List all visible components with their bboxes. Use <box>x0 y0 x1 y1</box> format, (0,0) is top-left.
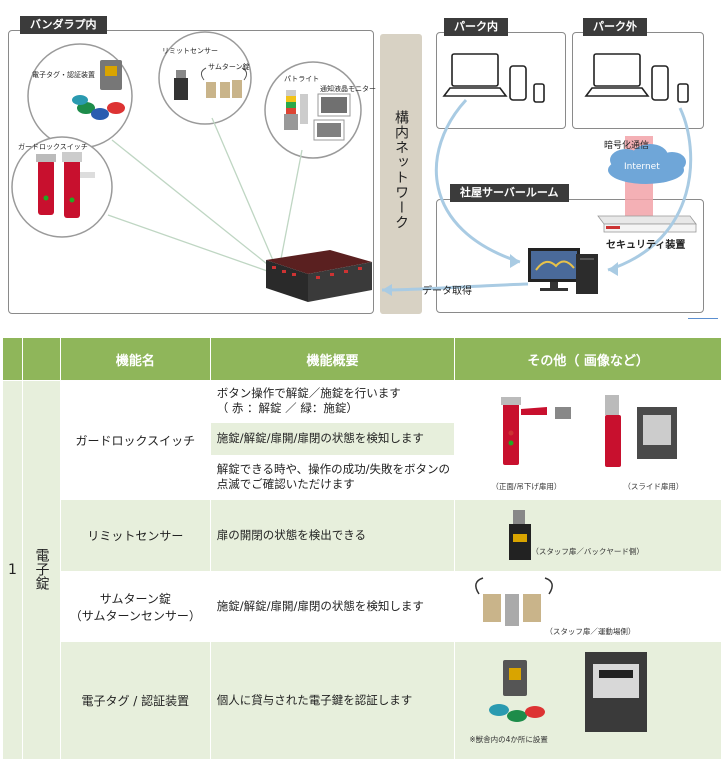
desc-cell: 個人に貸与された電子鍵を認証します <box>209 641 456 760</box>
guard-lock-label: ガードロックスイッチ <box>18 143 88 151</box>
caption-etag: ※獣舎内の4か所に設置 <box>469 735 548 744</box>
server-room-title: 社屋サーバールーム <box>450 184 569 202</box>
row-number: 1 <box>8 562 17 578</box>
category-cell: 電子錠 <box>21 380 61 760</box>
etag-images <box>489 652 648 732</box>
divider-line <box>688 318 718 319</box>
table-row: 電子タグ / 認証装置 個人に貸与された電子鍵を認証します ※獣舎内の4か所に設… <box>3 641 722 760</box>
internet-label: Internet <box>624 162 660 172</box>
lcd-monitor-icon <box>313 93 351 141</box>
desc-cell: 施錠/解錠/扉開/扉閉の状態を検知します <box>209 421 456 456</box>
name-cell: サムターン錠 （サムターンセンサー） <box>59 571 211 642</box>
limit-sensor-image <box>509 510 532 560</box>
image-cell: ※獣舎内の4か所に設置 <box>454 641 722 760</box>
limit-circle <box>158 31 252 125</box>
network-label: 構内ネットワーク <box>393 110 409 230</box>
header-function-name: 機能名 <box>59 337 211 381</box>
function-name: 電子タグ / 認証装置 <box>81 694 190 708</box>
park-in-title: パーク内 <box>444 18 508 36</box>
etag-label: 電子タグ・認証装置 <box>32 71 95 79</box>
header-other: その他（ 画像など） <box>454 337 722 381</box>
arrow-head-1 <box>510 254 520 268</box>
header-spacer <box>2 337 23 381</box>
park-in-laptop-icon <box>442 53 508 97</box>
image-cell: （正面/吊下げ扉用） （スライド扉用） <box>454 380 722 500</box>
monitor-label: 通知液晶モニター <box>320 85 376 93</box>
function-desc: 個人に貸与された電子鍵を認証します <box>216 693 413 707</box>
desc-cell: 解錠できる時や、操作の成功/失敗をボタンの点滅でご確認いただけます <box>209 454 456 501</box>
encrypted-label: 暗号化通信 <box>604 141 650 151</box>
server-rack-icon <box>266 250 372 302</box>
desc-cell: 施錠/解錠/扉開/扉閉の状態を検知します <box>209 571 456 642</box>
patlite-icon <box>284 90 308 130</box>
table-header-row: 機能名 機能概要 その他（ 画像など） <box>2 337 722 381</box>
function-desc: 施錠/解錠/扉開/扉閉の状態を検知します <box>216 431 424 446</box>
caption-slide: （スライド扉用） <box>623 482 684 491</box>
name-cell: 電子タグ / 認証装置 <box>59 641 211 760</box>
limit-thumb-icon <box>174 67 248 100</box>
limit-sensor-label: リミットセンサー <box>162 47 218 55</box>
category-label: 電子錠 <box>33 547 50 590</box>
diagram-svg <box>11 31 697 302</box>
park-out-laptop-icon <box>584 53 650 97</box>
desc-cell: 扉の開閉の状態を検出できる <box>209 499 456 572</box>
header-spacer-2 <box>21 337 61 381</box>
image-cell: （スタッフ扉／運動場側） <box>454 571 722 642</box>
function-table: 機能名 機能概要 その他（ 画像など） 1 電子錠 ガードロックスイッチ ボタン… <box>2 337 722 760</box>
function-name: サムターン錠 （サムターンセンサー） <box>69 591 201 623</box>
caption-front: （正面/吊下げ扉用） <box>491 482 562 491</box>
function-name: リミットセンサー <box>87 529 184 543</box>
connection-lines <box>107 117 303 273</box>
data-acq-label: データ取得 <box>422 286 472 297</box>
patlite-label: パトライト <box>284 75 320 83</box>
desc-cell: ボタン操作で解錠／施錠を行います （ 赤 ：解錠 ／ 緑：施錠） <box>209 380 456 423</box>
security-appliance-icon <box>597 215 697 233</box>
park-out-tablet-icon <box>651 65 689 103</box>
thumb-lock-image <box>475 577 554 626</box>
arrow-head-2 <box>608 262 618 276</box>
function-desc: ボタン操作で解錠／施錠を行います （ 赤 ：解錠 ／ 緑：施錠） <box>216 386 401 416</box>
table-row: 施錠/解錠/扉開/扉閉の状態を検知します <box>3 421 722 456</box>
table-row: 1 電子錠 ガードロックスイッチ ボタン操作で解錠／施錠を行います （ 赤 ：解… <box>2 380 722 760</box>
park-out-title: パーク外 <box>583 18 647 36</box>
flow-arrows <box>381 98 693 292</box>
function-name: ガードロックスイッチ <box>75 433 196 448</box>
table-row: リミットセンサー 扉の開閉の状態を検出できる （スタッフ扉／バックヤード側） <box>3 499 722 572</box>
name-cell: リミットセンサー <box>59 499 211 572</box>
guardlock-devices-icon <box>36 152 95 218</box>
function-desc: 扉の開閉の状態を検出できる <box>216 528 366 542</box>
row-number-cell: 1 <box>2 380 23 760</box>
caption-limit: （スタッフ扉／バックヤード側） <box>531 547 644 556</box>
caption-thumb: （スタッフ扉／運動場側） <box>545 627 636 636</box>
table-row: サムターン錠 （サムターンセンサー） 施錠/解錠/扉開/扉閉の状態を検知します … <box>3 571 722 642</box>
park-in-tablet-icon <box>509 65 545 103</box>
thumb-lock-label: サムターン錠 <box>208 63 250 71</box>
inside-panel-title: バンダラプ内 <box>20 16 107 34</box>
function-desc: 解錠できる時や、操作の成功/失敗をボタンの点滅でご確認いただけます <box>216 462 451 492</box>
etag-devices-icon <box>72 60 125 120</box>
workstation-icon <box>528 248 598 294</box>
park-in-panel <box>436 32 566 129</box>
internet-cloud-icon <box>608 144 686 184</box>
image-cell: （スタッフ扉／バックヤード側） <box>454 499 722 572</box>
guardlock-images <box>501 395 678 467</box>
name-cell: ガードロックスイッチ <box>59 380 211 500</box>
arrow-head-3 <box>382 284 392 296</box>
table-row: 解錠できる時や、操作の成功/失敗をボタンの点滅でご確認いただけます <box>3 454 722 501</box>
network-strip <box>380 34 422 314</box>
security-label: セキュリティ装置 <box>606 240 686 251</box>
header-function-summary: 機能概要 <box>209 337 456 381</box>
function-desc: 施錠/解錠/扉開/扉閉の状態を検知します <box>216 599 424 613</box>
